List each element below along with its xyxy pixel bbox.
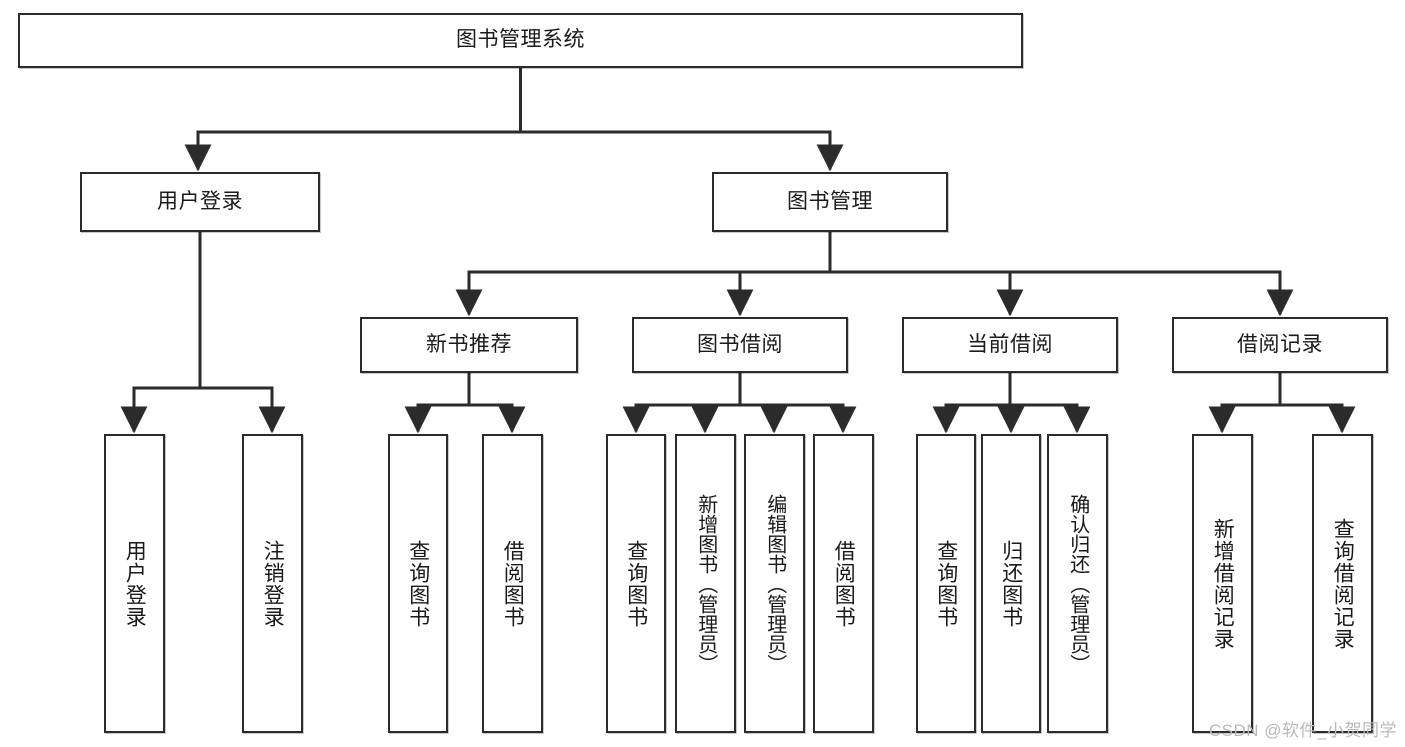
leaf-return-book-label: 归还图书	[999, 539, 1023, 628]
node-borrow-record[interactable]: 借阅记录	[1172, 317, 1388, 373]
watermark-text: CSDN @软件_小贺同学	[1208, 721, 1397, 740]
leaf-query-book-borrow-label: 查询图书	[624, 539, 648, 628]
node-book-borrow[interactable]: 图书借阅	[632, 317, 848, 373]
leaf-add-book-admin-label: 新增图书（管理员）	[694, 493, 717, 674]
leaf-logout-label: 注销登录	[261, 539, 285, 628]
leaf-borrow-book-label: 借阅图书	[832, 539, 856, 628]
leaf-query-book-newbook-label: 查询图书	[406, 539, 430, 628]
node-book-borrow-label: 图书借阅	[697, 332, 783, 356]
node-current-borrow[interactable]: 当前借阅	[902, 317, 1118, 373]
leaf-query-book-current[interactable]: 查询图书	[916, 434, 976, 733]
node-user-login-label: 用户登录	[157, 189, 243, 213]
leaf-add-borrow-record-label: 新增借阅记录	[1211, 517, 1235, 650]
node-new-book-recommend[interactable]: 新书推荐	[360, 317, 578, 373]
node-new-book-recommend-label: 新书推荐	[426, 332, 512, 356]
leaf-query-book-current-label: 查询图书	[934, 539, 958, 628]
leaf-confirm-return-admin-label: 确认归还（管理员）	[1066, 493, 1089, 674]
node-user-login[interactable]: 用户登录	[80, 172, 320, 232]
leaf-edit-book-admin[interactable]: 编辑图书（管理员）	[744, 434, 805, 733]
leaf-borrow-book-newbook[interactable]: 借阅图书	[482, 434, 543, 733]
leaf-add-book-admin[interactable]: 新增图书（管理员）	[675, 434, 736, 733]
node-book-management[interactable]: 图书管理	[712, 172, 948, 232]
node-book-management-label: 图书管理	[787, 189, 873, 213]
leaf-query-book-borrow[interactable]: 查询图书	[606, 434, 666, 733]
leaf-borrow-book[interactable]: 借阅图书	[813, 434, 874, 733]
node-root[interactable]: 图书管理系统	[18, 13, 1023, 68]
leaf-confirm-return-admin[interactable]: 确认归还（管理员）	[1047, 434, 1108, 733]
leaf-add-borrow-record[interactable]: 新增借阅记录	[1192, 434, 1253, 733]
leaf-edit-book-admin-label: 编辑图书（管理员）	[763, 493, 786, 674]
leaf-user-login[interactable]: 用户登录	[104, 434, 165, 733]
leaf-user-login-label: 用户登录	[123, 539, 147, 628]
leaf-query-borrow-record[interactable]: 查询借阅记录	[1312, 434, 1373, 733]
leaf-logout[interactable]: 注销登录	[242, 434, 303, 733]
leaf-query-borrow-record-label: 查询借阅记录	[1331, 517, 1355, 650]
node-borrow-record-label: 借阅记录	[1237, 332, 1323, 356]
node-root-label: 图书管理系统	[456, 28, 585, 52]
leaf-query-book-newbook[interactable]: 查询图书	[388, 434, 448, 733]
node-current-borrow-label: 当前借阅	[967, 332, 1053, 356]
leaf-borrow-book-newbook-label: 借阅图书	[501, 539, 525, 628]
leaf-return-book[interactable]: 归还图书	[981, 434, 1041, 733]
